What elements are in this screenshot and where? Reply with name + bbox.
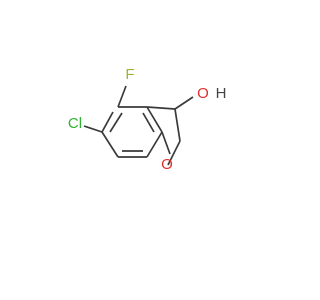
double-bond-c7a-c3a-inner <box>142 112 155 133</box>
atom-label-fluorine: F <box>125 66 134 83</box>
bond-c5-c6 <box>101 131 119 158</box>
bond-c4-f <box>117 85 127 108</box>
bond-c3-c2 <box>174 108 181 142</box>
bond-c4-c5 <box>101 111 114 133</box>
bond-c3a-c3 <box>146 106 176 110</box>
bond-o1-c7a <box>161 131 171 155</box>
bond-c7a-c3a <box>146 106 163 133</box>
chemical-structure: Cl F O H O <box>68 66 227 173</box>
bond-c3-oh <box>174 96 194 110</box>
atom-label-ring-oxygen: O <box>161 156 173 173</box>
atom-label-hydroxyl-oxygen: O <box>197 85 209 102</box>
atom-label-hydroxyl-hydrogen: H <box>216 85 227 102</box>
bond-c5-cl <box>83 125 103 133</box>
bond-c2-o1 <box>167 140 181 166</box>
atom-label-chlorine: Cl <box>68 115 82 132</box>
double-bond-c4-c5-inner <box>109 112 123 133</box>
bond-c7-c7a <box>146 131 163 158</box>
